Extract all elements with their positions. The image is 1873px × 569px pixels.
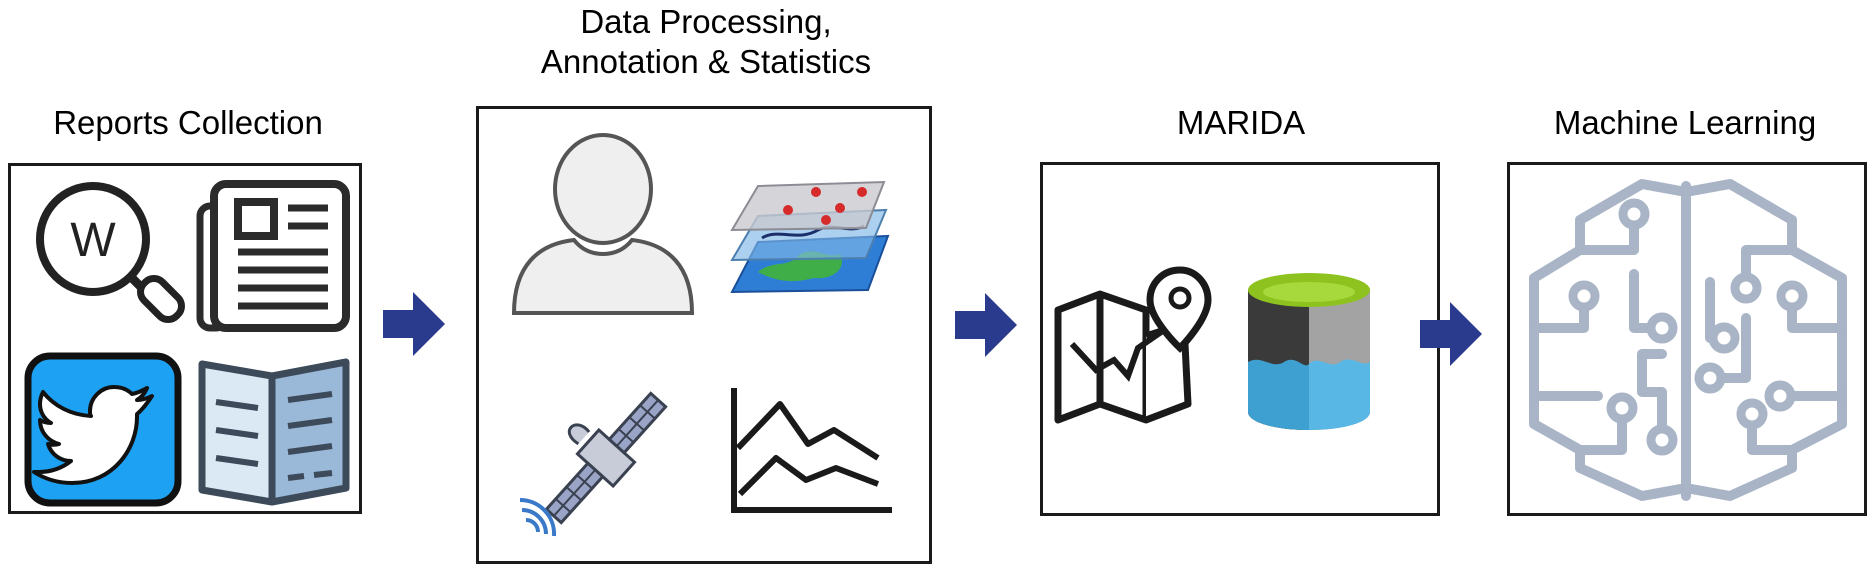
document-icon	[198, 358, 350, 506]
satellite-icon	[519, 391, 668, 537]
stage-title-data-processing: Data Processing, Annotation & Statistics	[476, 2, 936, 82]
person-icon	[511, 133, 695, 315]
stage-title-machine-learning: Machine Learning	[1553, 104, 1817, 141]
stage-title-line2: Annotation & Statistics	[540, 43, 872, 80]
map-pin-icon	[1054, 266, 1212, 424]
flow-arrow-1	[383, 292, 445, 356]
flow-arrow-2	[955, 293, 1017, 357]
database-icon	[1248, 273, 1370, 430]
brain-circuit-icon	[1529, 179, 1847, 501]
newspaper-icon	[196, 180, 350, 332]
flow-arrow-3	[1420, 302, 1482, 366]
stage-title-line1: Data Processing,	[580, 3, 832, 40]
stage-title-marida: MARIDA	[1176, 104, 1306, 141]
wikipedia-search-icon: W	[36, 182, 185, 323]
svg-text:W: W	[70, 214, 116, 267]
stage-title-reports-collection: Reports Collection	[53, 104, 323, 141]
map-layers-icon	[730, 180, 890, 294]
line-chart-icon	[731, 388, 892, 513]
twitter-icon	[24, 352, 182, 507]
